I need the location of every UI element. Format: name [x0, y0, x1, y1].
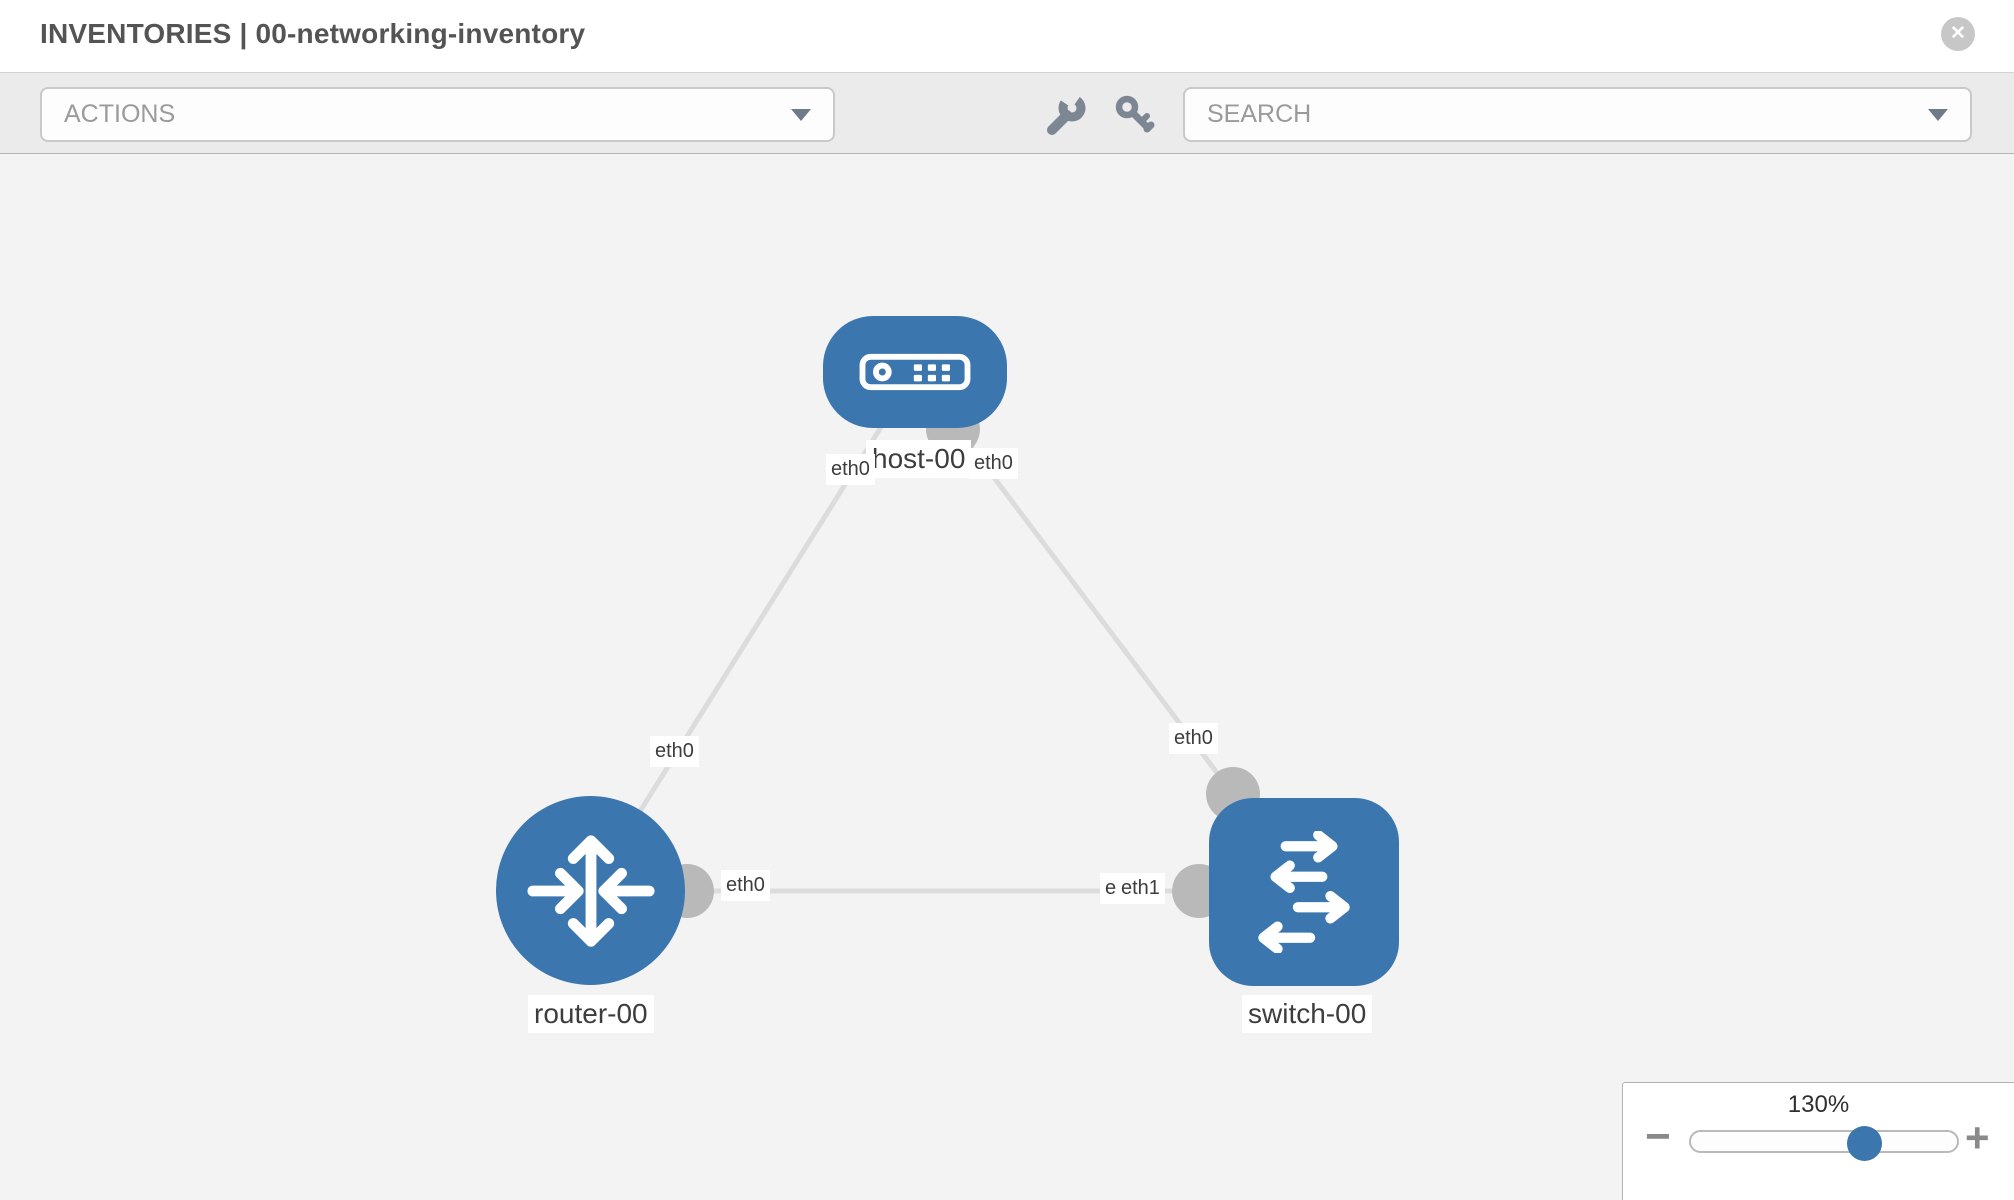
node-label-host-00: host-00 — [866, 440, 972, 478]
zoom-level-value: 130% — [1787, 1091, 1850, 1118]
node-host-00[interactable] — [823, 316, 1007, 428]
zoom-widget: 130% − + — [1622, 1082, 2014, 1200]
node-router-00[interactable] — [496, 796, 685, 985]
if-label-host-right: eth0 — [969, 448, 1018, 479]
close-icon[interactable]: ✕ — [1941, 17, 1975, 51]
header-bar: INVENTORIES | 00-networking-inventory ✕ — [0, 0, 2014, 73]
toolbar: ACTIONS — [0, 73, 2014, 154]
if-label-host-left: eth0 — [826, 454, 875, 485]
zoom-out-button[interactable]: − — [1645, 1112, 1671, 1161]
if-label-switch-left: eth1 — [1116, 873, 1165, 904]
zoom-in-button[interactable]: + — [1965, 1114, 1990, 1161]
router-icon — [526, 834, 655, 947]
actions-dropdown-label: ACTIONS — [64, 100, 176, 128]
search-box[interactable] — [1183, 87, 1972, 142]
switch-icon — [1258, 831, 1350, 953]
search-input[interactable] — [1207, 100, 1928, 129]
host-icon — [859, 353, 971, 391]
chevron-down-icon — [1928, 108, 1948, 121]
key-icon[interactable] — [1113, 93, 1157, 137]
node-switch-00[interactable] — [1209, 798, 1399, 986]
zoom-slider-thumb[interactable] — [1847, 1126, 1882, 1161]
wrench-icon[interactable] — [1043, 93, 1087, 137]
node-label-switch-00: switch-00 — [1242, 995, 1373, 1033]
links-layer — [587, 371, 1303, 894]
zoom-slider-track[interactable] — [1689, 1130, 1959, 1153]
topology-canvas[interactable]: host-00 router-00 switch-00 eth0 eth0 et… — [0, 154, 2014, 1200]
actions-dropdown[interactable]: ACTIONS — [40, 87, 835, 142]
chevron-down-icon — [791, 108, 811, 121]
page-title: INVENTORIES | 00-networking-inventory — [40, 18, 586, 49]
node-label-router-00: router-00 — [528, 995, 654, 1033]
if-label-router-top: eth0 — [650, 736, 699, 767]
if-label-switch-top: eth0 — [1169, 723, 1218, 754]
if-label-router-right: eth0 — [721, 870, 770, 901]
